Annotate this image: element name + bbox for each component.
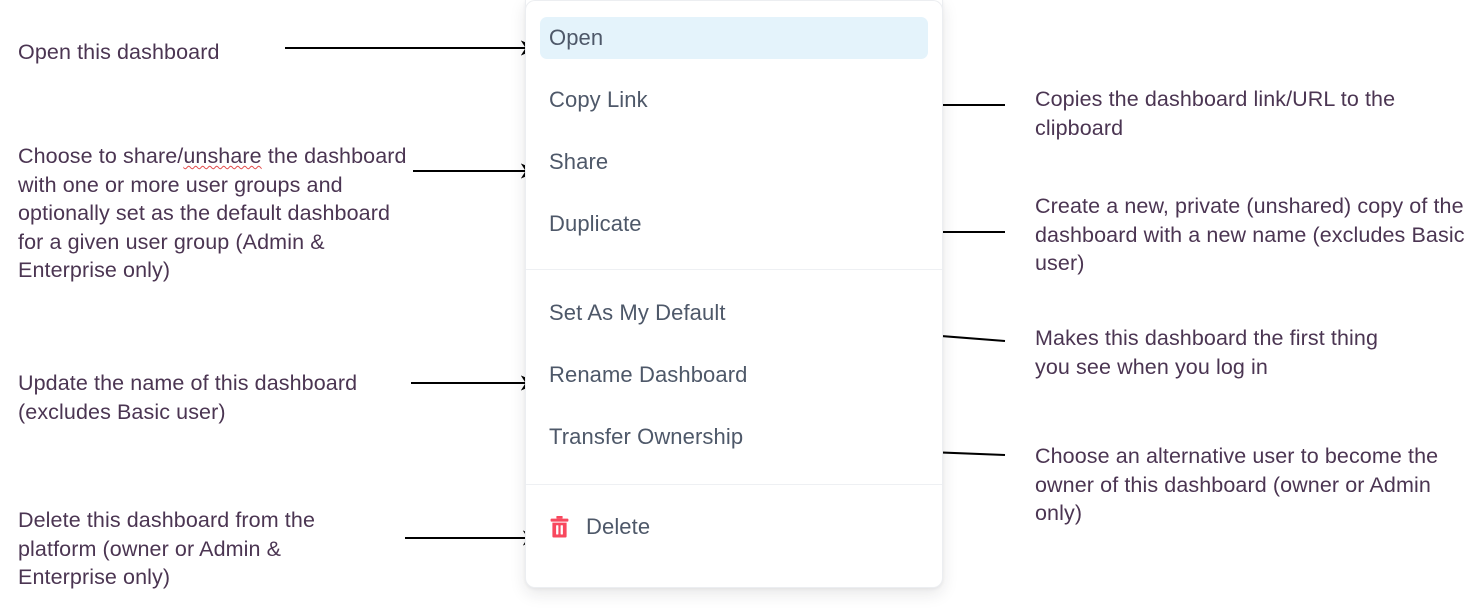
annotation-delete-dashboard: Delete this dashboard from the platform … [18,508,315,589]
menu-item-open-label: Open [549,25,604,50]
menu-item-delete-label: Delete [586,514,651,539]
menu-item-set-as-my-default[interactable]: Set As My Default [540,292,928,334]
annotation-open-this-dashboard: Open this dashboard [18,40,220,64]
annotation-set-as-my-default: Makes this dashboard the first thing you… [1035,326,1379,379]
menu-item-rename-dashboard[interactable]: Rename Dashboard [540,354,928,396]
menu-group-destructive: Delete [526,484,942,575]
menu-item-duplicate-label: Duplicate [549,211,642,236]
annotation-share-text-before: Choose to share/ [18,144,184,168]
menu-item-duplicate[interactable]: Duplicate [540,203,928,245]
menu-item-copy-link-label: Copy Link [549,87,648,112]
menu-item-share-label: Share [549,149,609,174]
annotation-share-text-after: the dashboard with one or more user grou… [18,144,407,282]
menu-item-transfer-ownership[interactable]: Transfer Ownership [540,416,928,458]
menu-group-management: Set As My Default Rename Dashboard Trans… [526,269,942,484]
menu-item-transfer-ownership-label: Transfer Ownership [549,424,744,449]
annotation-duplicate: Create a new, private (unshared) copy of… [1035,194,1465,275]
trash-icon [549,515,570,539]
menu-item-open[interactable]: Open [540,17,928,59]
menu-item-copy-link[interactable]: Copy Link [540,79,928,121]
menu-item-set-as-my-default-label: Set As My Default [549,300,726,325]
menu-group-primary: Open Copy Link Share Duplicate [526,0,942,269]
annotation-copy-link: Copies the dashboard link/URL to the cli… [1035,87,1396,140]
annotation-share-dashboard: Choose to share/unshare the dashboard wi… [18,142,408,285]
dashboard-context-menu[interactable]: Open Copy Link Share Duplicate Set As My… [525,0,943,588]
menu-item-delete[interactable]: Delete [540,506,928,548]
annotation-rename-dashboard: Update the name of this dashboard (exclu… [18,371,358,424]
annotation-share-misspelled-word: unshare [183,144,262,168]
menu-item-rename-dashboard-label: Rename Dashboard [549,362,748,387]
menu-item-share[interactable]: Share [540,141,928,183]
annotation-transfer-ownership: Choose an alternative user to become the… [1035,444,1439,525]
